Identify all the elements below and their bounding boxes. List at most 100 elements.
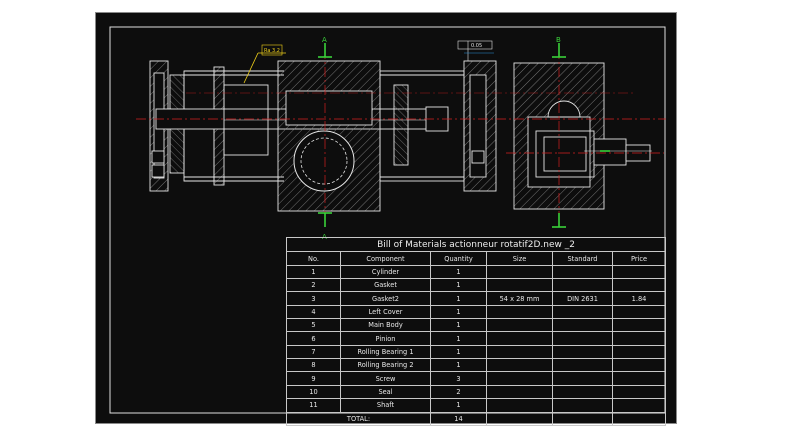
bom-total-row: TOTAL: 14 <box>286 411 667 427</box>
bom-cell-quantity: 2 <box>430 384 487 400</box>
bom-total-empty <box>486 411 553 427</box>
bom-cell-no: 4 <box>286 304 341 320</box>
bom-cell-size <box>486 264 553 280</box>
bom-cell-size <box>486 304 553 320</box>
section-label-b-top: B <box>556 36 561 44</box>
bom-cell-size <box>486 384 553 400</box>
bom-cell-no: 9 <box>286 371 341 386</box>
bom-cell-quantity: 1 <box>430 398 487 413</box>
bom-cell-no: 11 <box>286 398 341 413</box>
bom-cell-standard <box>552 318 613 333</box>
bom-cell-quantity: 1 <box>430 278 487 293</box>
bom-cell-standard <box>552 278 613 293</box>
bom-header-cell: Quantity <box>430 251 487 266</box>
bom-cell-size: 54 x 28 mm <box>486 291 553 306</box>
bom-cell-standard <box>552 384 613 400</box>
bom-cell-no: 10 <box>286 384 341 400</box>
bom-cell-component: Rolling Bearing 1 <box>340 344 431 360</box>
bom-cell-size <box>486 331 553 346</box>
drawing-sheet: A A B Ra 3.2 0.05 Bill of Materials act <box>95 12 677 427</box>
bom-cell-size <box>486 344 553 360</box>
bom-cell-component: Cylinder <box>340 264 431 280</box>
bom-cell-no: 2 <box>286 278 341 293</box>
bom-cell-size <box>486 358 553 373</box>
bom-cell-price <box>611 384 667 400</box>
bom-cell-standard <box>552 344 613 360</box>
bom-cell-size <box>486 278 553 293</box>
bill-of-materials: Bill of Materials actionneur rotatif2D.n… <box>285 236 667 427</box>
bom-cell-component: Gasket2 <box>340 291 431 306</box>
bom-cell-quantity: 1 <box>430 264 487 280</box>
pinion-gear <box>293 130 355 192</box>
bom-total-label: TOTAL: <box>286 411 431 427</box>
bom-cell-price <box>611 318 667 333</box>
bom-header-cell: Standard <box>552 251 613 266</box>
section-label-a-top: A <box>322 36 327 44</box>
bom-cell-price <box>611 264 667 280</box>
roughness-callout <box>243 44 286 84</box>
bom-cell-standard <box>552 398 613 413</box>
bom-cell-standard <box>552 331 613 346</box>
bom-cell-component: Shaft <box>340 398 431 413</box>
bom-cell-component: Seal <box>340 384 431 400</box>
centerlines <box>136 49 666 223</box>
bom-cell-no: 8 <box>286 358 341 373</box>
bom-cell-quantity: 1 <box>430 358 487 373</box>
section-markers <box>318 43 610 228</box>
bom-cell-price <box>611 304 667 320</box>
bom-cell-price <box>611 371 667 386</box>
bom-cell-price <box>611 358 667 373</box>
bom-cell-price: 1.84 <box>611 291 667 306</box>
cad-drawing-view: A A B Ra 3.2 0.05 <box>109 26 666 414</box>
bom-cell-price <box>611 344 667 360</box>
bom-cell-standard <box>552 358 613 373</box>
bom-header-cell: No. <box>286 251 341 266</box>
bom-header-row: No. Component Quantity Size Standard Pri… <box>286 251 667 266</box>
bom-cell-component: Gasket <box>340 278 431 293</box>
bom-cell-quantity: 3 <box>430 371 487 386</box>
bom-cell-size <box>486 398 553 413</box>
bom-title: Bill of Materials actionneur rotatif2D.n… <box>285 236 667 253</box>
bom-cell-standard <box>552 264 613 280</box>
right-bearing <box>393 84 409 166</box>
bom-header-cell: Component <box>340 251 431 266</box>
bom-cell-no: 5 <box>286 318 341 333</box>
bom-cell-standard <box>552 371 613 386</box>
bom-cell-size <box>486 371 553 386</box>
bom-cell-price <box>611 278 667 293</box>
bom-cell-price <box>611 398 667 413</box>
bom-cell-price <box>611 331 667 346</box>
bom-cell-standard: DIN 2631 <box>552 291 613 306</box>
front-section-view <box>149 60 497 212</box>
bom-cell-quantity: 1 <box>430 304 487 320</box>
tolerance-callout <box>457 40 494 61</box>
bom-cell-size <box>486 318 553 333</box>
bom-cell-quantity: 1 <box>430 318 487 333</box>
bom-cell-component: Main Body <box>340 318 431 333</box>
bom-cell-no: 7 <box>286 344 341 360</box>
bom-cell-standard <box>552 304 613 320</box>
bom-table: Bill of Materials actionneur rotatif2D.n… <box>285 236 667 427</box>
bom-total-quantity: 14 <box>430 411 487 427</box>
bom-total-empty <box>611 411 667 427</box>
tolerance-text: 0.05 <box>471 43 482 49</box>
bom-cell-quantity: 1 <box>430 291 487 306</box>
side-section-view <box>513 62 652 210</box>
bom-cell-component: Pinion <box>340 331 431 346</box>
roughness-text: Ra 3.2 <box>264 48 280 54</box>
bom-cell-component: Left Cover <box>340 304 431 320</box>
bom-cell-component: Screw <box>340 371 431 386</box>
bom-cell-no: 6 <box>286 331 341 346</box>
